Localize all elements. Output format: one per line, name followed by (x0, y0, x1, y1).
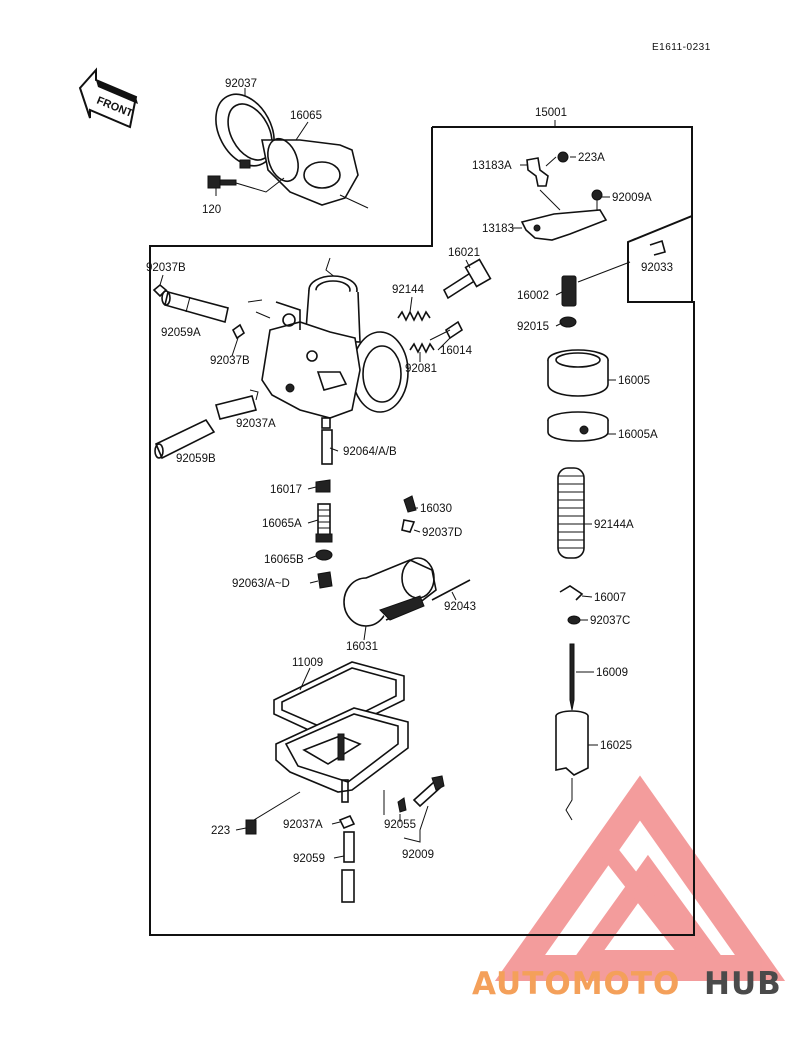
carburetor-body (247, 257, 409, 429)
label-16017: 16017 (270, 484, 302, 496)
label-92037B-1: 92037B (146, 262, 186, 274)
label-13183: 13183 (482, 223, 514, 235)
label-16005A: 16005A (618, 429, 658, 441)
label-16005: 16005 (618, 375, 650, 387)
screw-92009A (591, 189, 603, 215)
clip-92037B-1 (152, 283, 168, 298)
label-92037A-2: 92037A (283, 819, 323, 831)
nut-13183A (526, 157, 549, 187)
screw-16002 (561, 261, 631, 307)
label-92059: 92059 (293, 853, 325, 865)
float-valve-16030 (401, 495, 417, 533)
label-92144: 92144 (392, 284, 425, 296)
screw-223A (545, 151, 569, 167)
intake-holder-16065 (261, 137, 369, 209)
screw-16014 (429, 320, 464, 341)
front-arrow: FRONT (78, 67, 138, 129)
clip-16007 (559, 585, 584, 601)
screw-92063 (317, 571, 333, 589)
leader-lines (159, 156, 616, 859)
label-92037C: 92037C (590, 615, 630, 627)
label-16021: 16021 (448, 247, 480, 259)
plug-92055 (397, 797, 407, 813)
label-92009A: 92009A (612, 192, 652, 204)
tube-92037A-1 (215, 389, 259, 420)
label-92059B: 92059B (176, 453, 216, 465)
screw-223 (245, 791, 301, 835)
label-16031: 16031 (346, 641, 378, 653)
label-92081: 92081 (405, 363, 437, 375)
jet-holder-92064 (321, 429, 333, 465)
float-16031 (343, 557, 437, 627)
label-16009: 16009 (596, 667, 628, 679)
tube-92059 (341, 831, 355, 903)
label-120: 120 (202, 204, 221, 216)
label-16065: 16065 (290, 110, 322, 122)
label-92064: 92064/A/B (343, 446, 397, 458)
label-92063: 92063/A~D (232, 578, 290, 590)
nut-92015 (559, 316, 577, 328)
label-92037: 92037 (225, 78, 257, 90)
label-92009: 92009 (402, 849, 434, 861)
label-92015: 92015 (517, 321, 549, 333)
label-92037A-1: 92037A (236, 418, 276, 430)
cap-16005A (547, 411, 609, 442)
jet-16017 (315, 479, 331, 493)
clamp-92037 (215, 93, 275, 169)
spring-92081 (409, 342, 435, 354)
label-11009: 11009 (292, 657, 323, 669)
watermark-brand-part2: HUB (704, 966, 782, 1002)
diagram-code: E1611-0231 (652, 42, 711, 53)
label-13183A: 13183A (472, 160, 512, 172)
cap-16005 (547, 349, 609, 397)
label-92037D: 92037D (422, 527, 462, 539)
label-223: 223 (211, 825, 230, 837)
clip-92037B-2 (231, 323, 246, 340)
needle-16009 (569, 643, 575, 711)
assembly-outline (149, 126, 695, 936)
screw-16021 (442, 258, 492, 300)
label-223A: 223A (578, 152, 605, 164)
label-92043: 92043 (444, 601, 476, 613)
watermark-logo (494, 775, 786, 981)
label-16014: 16014 (440, 345, 473, 357)
label-92033: 92033 (641, 262, 673, 274)
assembly-label: 15001 (535, 107, 567, 119)
label-92144A: 92144A (594, 519, 634, 531)
label-92059A: 92059A (161, 327, 201, 339)
gasket-11009 (273, 661, 405, 739)
clip-92037A-2 (338, 814, 356, 830)
label-16007: 16007 (594, 592, 626, 604)
label-92037B-2: 92037B (210, 355, 250, 367)
label-16065A: 16065A (262, 518, 302, 530)
screw-92009 (412, 775, 445, 808)
label-16030: 16030 (420, 503, 452, 515)
watermark-brand-part1: AUTOMOTO (472, 966, 680, 1002)
spring-92144 (397, 310, 431, 322)
lever-13183 (520, 189, 608, 241)
label-16065B: 16065B (264, 554, 304, 566)
spring-92144A (557, 467, 585, 559)
tube-92059A (161, 290, 229, 324)
clip-92033 (649, 239, 666, 256)
pin-92043 (431, 579, 471, 601)
washer-92037C (567, 615, 581, 625)
jet-16065A (315, 503, 333, 543)
valve-16025 (555, 710, 589, 821)
label-92055: 92055 (384, 819, 416, 831)
bolt-120 (207, 175, 285, 196)
float-bowl (275, 707, 409, 803)
tube-92059B (154, 418, 216, 460)
label-16002: 16002 (517, 290, 549, 302)
washer-16065B (315, 549, 333, 561)
label-16025: 16025 (600, 740, 632, 752)
